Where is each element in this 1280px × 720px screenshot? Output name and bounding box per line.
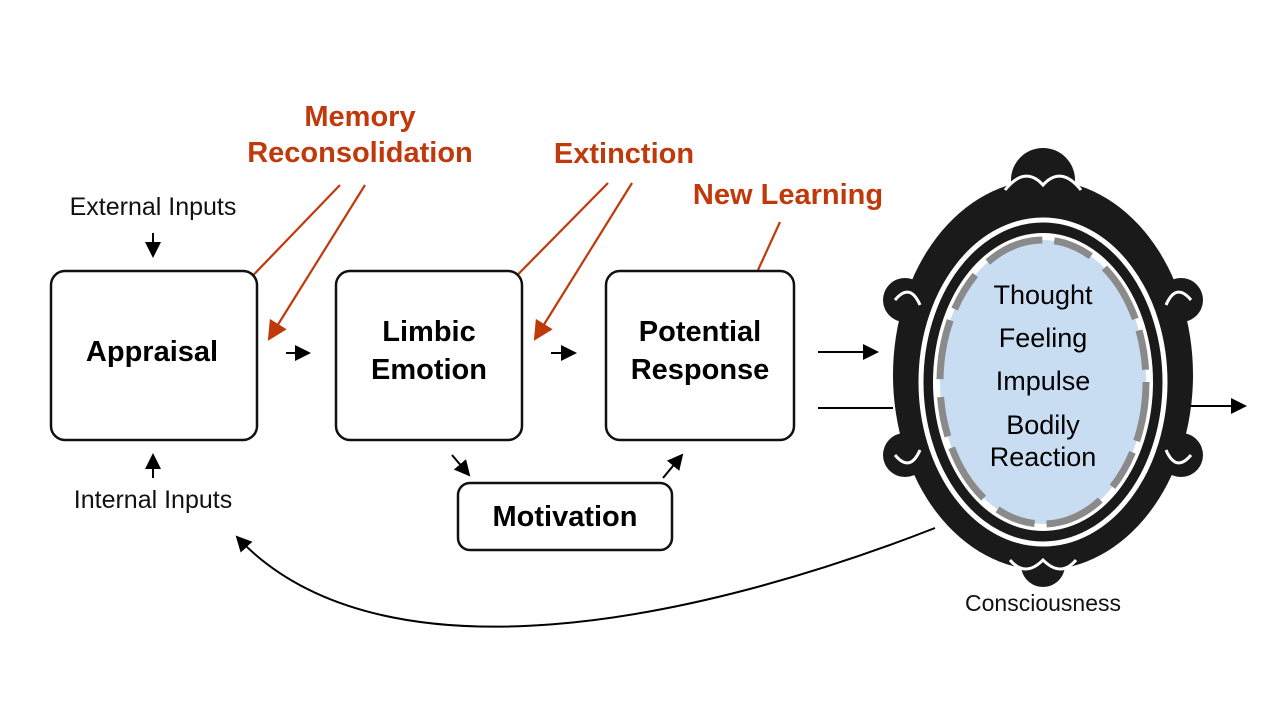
memory-label: Memory	[304, 101, 415, 133]
mirror-frame	[883, 148, 1203, 587]
potential-response-box: Potential Response	[604, 269, 796, 442]
feedback-curve-arrow	[235, 527, 936, 628]
response-text: Response	[631, 354, 770, 386]
reconsolidation-label: Reconsolidation	[247, 137, 473, 169]
consciousness-label: Consciousness	[965, 590, 1121, 616]
impulse-text: Impulse	[996, 366, 1091, 396]
motivation-text: Motivation	[493, 501, 638, 533]
motivation-box: Motivation	[456, 481, 674, 552]
mirror-glass	[936, 236, 1150, 528]
reaction-text: Reaction	[990, 442, 1097, 472]
appraisal-text: Appraisal	[86, 336, 218, 368]
emotion-to-motivation-arrow	[451, 454, 471, 477]
emotion-text: Emotion	[371, 354, 487, 386]
motivation-to-response-arrow	[662, 453, 684, 479]
limbic-emotion-box: Limbic Emotion	[334, 269, 524, 442]
appraisal-box: Appraisal	[49, 269, 259, 442]
reconsolidation-arrow-2	[267, 184, 366, 341]
internal-inputs-label: Internal Inputs	[74, 486, 232, 514]
feeling-text: Feeling	[999, 323, 1088, 353]
extinction-arrow-2	[533, 182, 633, 341]
potential-text: Potential	[639, 316, 761, 348]
external-inputs-label: External Inputs	[70, 193, 237, 221]
new-learning-label: New Learning	[693, 179, 883, 211]
extinction-label: Extinction	[554, 138, 694, 170]
bodily-text: Bodily	[1006, 410, 1080, 440]
limbic-text: Limbic	[382, 316, 475, 348]
thought-text: Thought	[993, 280, 1093, 310]
